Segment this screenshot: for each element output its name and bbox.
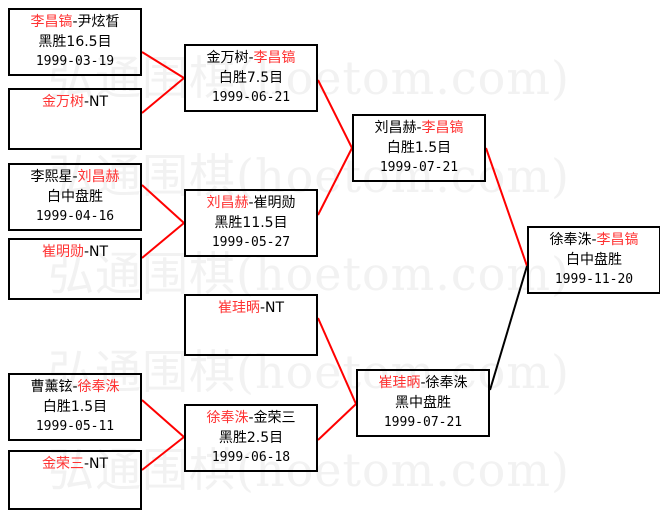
match-players: 金万树-NT — [10, 90, 140, 113]
connector-line — [141, 77, 185, 114]
match-date: 1999-05-11 — [35, 418, 115, 434]
match-result: 黑胜2.5目 — [218, 429, 284, 446]
player-loser: 刘昌赫 — [374, 120, 417, 136]
match-date: 1999-06-18 — [211, 449, 291, 465]
match-box-r1-m4[interactable]: 崔明勋-NT — [8, 238, 142, 300]
player-winner: 李昌镐 — [421, 120, 464, 136]
match-date: 1999-07-21 — [379, 159, 459, 175]
player-separator: - — [420, 375, 426, 391]
player-winner: 金万树 — [41, 94, 84, 110]
player-loser: NT — [265, 300, 285, 316]
match-players: 李熙星-刘昌赫 — [10, 165, 140, 188]
player-loser: 崔明勋 — [253, 195, 296, 211]
player-winner: 崔明勋 — [41, 244, 84, 260]
player-separator: - — [72, 14, 78, 30]
player-winner: 刘昌赫 — [77, 169, 120, 185]
match-players: 金荣三-NT — [10, 452, 140, 475]
match-players: 崔明勋-NT — [10, 240, 140, 263]
player-separator: - — [416, 120, 422, 136]
connector-line — [489, 265, 528, 391]
player-separator: - — [259, 300, 266, 316]
match-players: 徐奉洙-李昌镐 — [529, 228, 659, 251]
player-separator: - — [248, 195, 254, 211]
player-loser: 李熙星 — [30, 169, 73, 185]
player-loser: 尹炫晳 — [77, 14, 120, 30]
match-result: 白中盘胜 — [566, 251, 622, 268]
player-loser: 金荣三 — [253, 410, 296, 426]
player-winner: 刘昌赫 — [206, 195, 249, 211]
player-winner: 徐奉洙 — [77, 379, 120, 395]
match-date: 1999-04-16 — [35, 208, 115, 224]
connector-line — [141, 436, 185, 471]
match-players: 崔珪昞-徐奉洙 — [358, 371, 488, 394]
player-winner: 李昌镐 — [253, 50, 296, 66]
match-result: 黑胜11.5目 — [214, 214, 288, 231]
connector-line — [141, 222, 185, 259]
match-players: 李昌镐-尹炫晳 — [10, 10, 140, 33]
match-date: 1999-03-19 — [35, 53, 115, 69]
match-result: 白胜1.5目 — [42, 398, 108, 415]
match-date: 1999-06-21 — [211, 89, 291, 105]
player-winner: 李昌镐 — [596, 232, 639, 248]
match-box-r2-m3[interactable]: 崔珪昞-NT — [184, 294, 318, 356]
connector-line — [485, 147, 528, 267]
match-box-r1-m6[interactable]: 金荣三-NT — [8, 450, 142, 510]
match-result: 白胜1.5目 — [386, 139, 452, 156]
match-result: 白中盘胜 — [47, 188, 103, 205]
player-separator: - — [591, 232, 597, 248]
match-date: 1999-11-20 — [554, 271, 634, 287]
player-winner: 金荣三 — [41, 456, 84, 472]
player-separator: - — [83, 456, 90, 472]
match-players: 徐奉洙-金荣三 — [186, 406, 316, 429]
player-loser: 曹薰铉 — [30, 379, 73, 395]
connector-line — [317, 317, 357, 405]
player-loser: NT — [89, 94, 109, 110]
player-winner: 崔珪昞 — [217, 300, 260, 316]
match-players: 刘昌赫-崔明勋 — [186, 191, 316, 214]
player-loser: 金万树 — [206, 50, 249, 66]
player-loser: 徐奉洙 — [549, 232, 592, 248]
connector-line — [317, 403, 357, 441]
player-separator: - — [248, 410, 254, 426]
match-result: 黑中盘胜 — [395, 394, 451, 411]
connector-line — [317, 147, 353, 216]
connector-line — [141, 184, 185, 224]
player-separator: - — [83, 94, 90, 110]
player-separator: - — [72, 379, 78, 395]
match-players: 崔珪昞-NT — [186, 296, 316, 319]
player-loser: NT — [89, 456, 109, 472]
match-players: 曹薰铉-徐奉洙 — [10, 375, 140, 398]
match-box-r1-m2[interactable]: 金万树-NT — [8, 88, 142, 150]
player-separator: - — [72, 169, 78, 185]
player-loser: 徐奉洙 — [425, 375, 468, 391]
match-result: 黑胜16.5目 — [38, 33, 112, 50]
match-date: 1999-07-21 — [383, 414, 463, 430]
match-players: 金万树-李昌镐 — [186, 46, 316, 69]
connector-line — [317, 79, 353, 149]
match-players: 刘昌赫-李昌镐 — [354, 116, 484, 139]
match-result: 白胜7.5目 — [218, 69, 284, 86]
connector-line — [141, 51, 185, 79]
player-winner: 徐奉洙 — [206, 410, 249, 426]
player-loser: NT — [89, 244, 109, 260]
player-separator: - — [248, 50, 254, 66]
connector-line — [141, 399, 185, 438]
player-winner: 李昌镐 — [30, 14, 73, 30]
player-separator: - — [83, 244, 90, 260]
player-winner: 崔珪昞 — [378, 375, 421, 391]
match-date: 1999-05-27 — [211, 234, 291, 250]
